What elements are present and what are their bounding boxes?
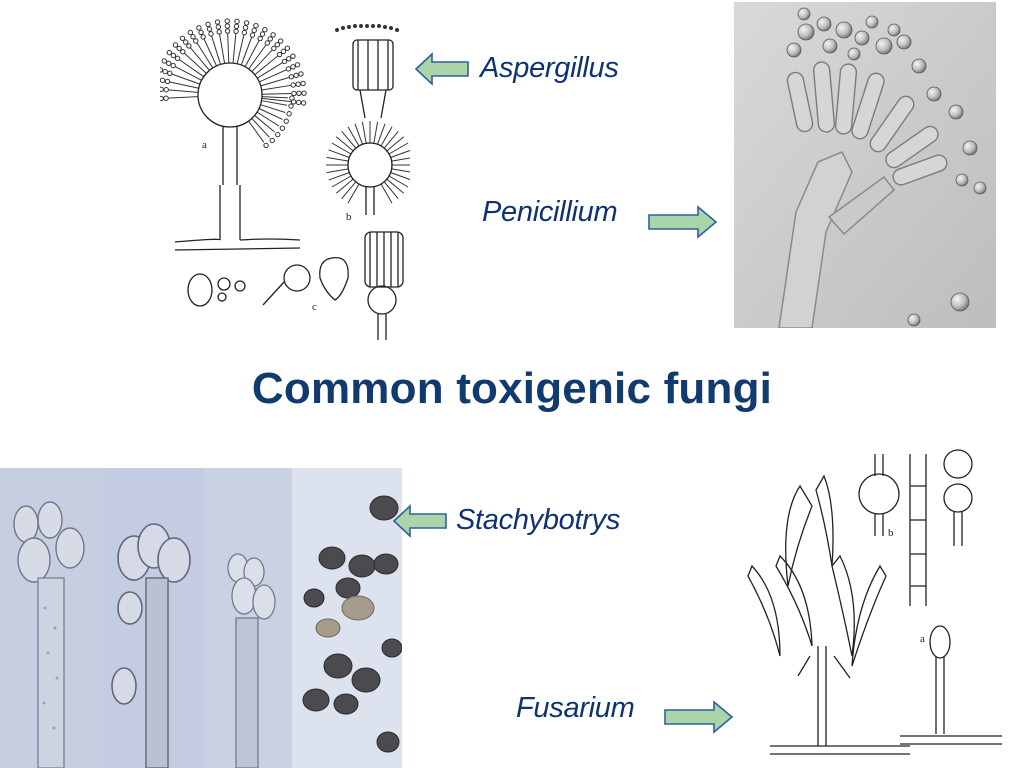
asp-letter-c: c <box>312 301 317 313</box>
asp-letter-a: a <box>202 139 207 151</box>
fus-letter-a: a <box>920 633 925 645</box>
fus-letter-b: b <box>888 527 894 539</box>
asp-letter-b: b <box>346 211 352 223</box>
arrow-left-icon <box>414 52 472 86</box>
penicillium-photo-svg <box>734 2 996 328</box>
arrow-left-icon-stachybotrys <box>392 504 450 538</box>
fusarium-drawing-svg: b a <box>747 449 1002 755</box>
stachybotrys-photo-1 <box>0 468 102 768</box>
stachybotrys-photo-4 <box>292 468 402 768</box>
aspergillus-label: Aspergillus <box>480 52 619 84</box>
stachybotrys-photo-2 <box>102 468 204 768</box>
slide-title: Common toxigenic fungi <box>251 364 773 413</box>
fusarium-label: Fusarium <box>516 692 635 724</box>
fusarium-drawing: b a <box>740 446 1010 764</box>
stachybotrys-label: Stachybotrys <box>456 504 621 536</box>
stachybotrys-photo-3 <box>204 468 292 768</box>
aspergillus-drawing-svg: a b c <box>160 18 410 340</box>
arrow-right-icon <box>646 205 720 239</box>
arrow-right-icon-fusarium <box>662 700 736 734</box>
penicillium-label: Penicillium <box>482 196 618 228</box>
penicillium-photo <box>734 2 996 328</box>
aspergillus-drawing: a b c <box>160 10 410 345</box>
